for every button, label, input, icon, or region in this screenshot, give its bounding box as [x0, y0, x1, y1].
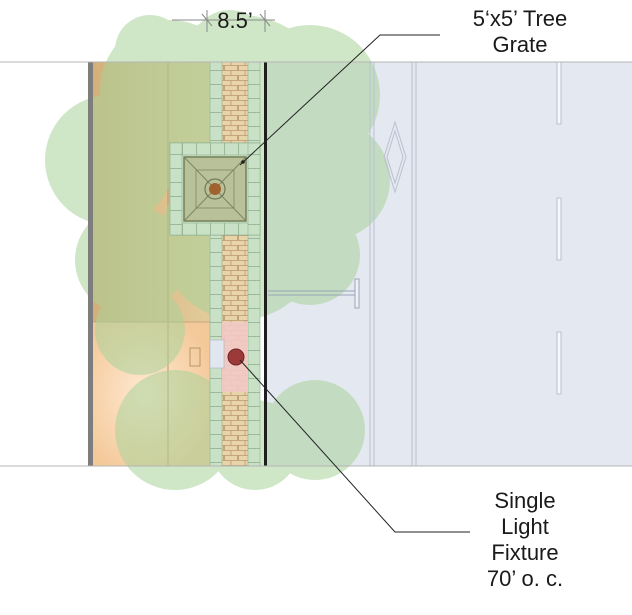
tree-grate-callout-line: Grate [492, 32, 548, 57]
tree-grate-callout-line: 5‘x5’ Tree [472, 6, 568, 31]
light-leader-line [239, 359, 470, 533]
curb-line [264, 62, 267, 466]
light-fixture-callout: Single Light Fixture 70’ o. c. [470, 488, 580, 592]
lane-lines [369, 62, 417, 466]
width-dimension-label: 8.5’ [217, 8, 253, 33]
street-sign-icon [268, 278, 360, 309]
frontage-marker [189, 347, 201, 367]
tree-grate-leader-dot [241, 160, 245, 164]
light-fixture-icon [227, 348, 245, 366]
tree-grate-callout: 5‘x5’ Tree Grate [430, 6, 610, 58]
light-callout-line: Single [494, 488, 556, 513]
light-callout-line: Light [501, 514, 549, 539]
building-wall-line [88, 62, 93, 466]
diamond-lane-marking-icon [383, 120, 407, 194]
lane-dashes [556, 61, 562, 395]
tile-border-right [247, 61, 261, 467]
light-callout-line: Fixture [491, 540, 559, 565]
brick-paver-strip [222, 62, 248, 466]
light-callout-line: 70’ o. c. [486, 566, 564, 591]
light-pad-base [209, 339, 225, 369]
tree-grate-leader-line [239, 34, 440, 166]
tile-border-left [209, 61, 223, 467]
dimension-line [172, 10, 275, 32]
tree-trunk-icon [204, 178, 226, 200]
